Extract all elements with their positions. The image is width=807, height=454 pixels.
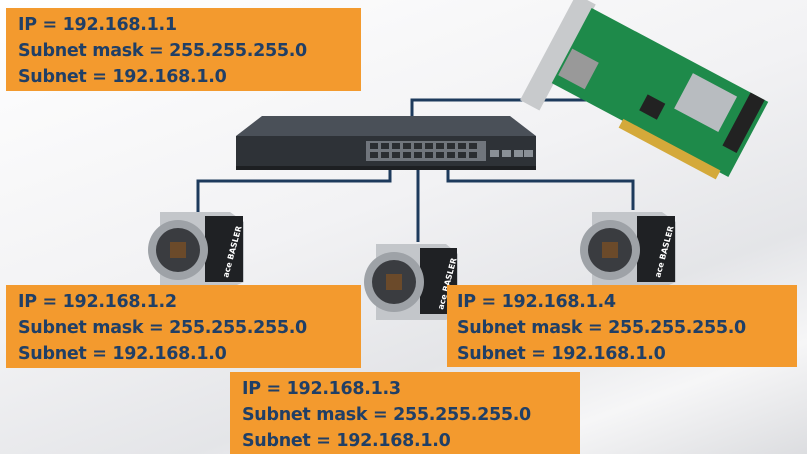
ip-text: IP = 192.168.1.1 xyxy=(18,15,177,35)
subnet-text: Subnet = 192.168.1.0 xyxy=(457,344,666,364)
camera-4: ace BASLER xyxy=(580,212,676,288)
mask-text: Subnet mask = 255.255.255.0 xyxy=(18,41,307,61)
ip-text: IP = 192.168.1.3 xyxy=(242,379,401,399)
mask-text: Subnet mask = 255.255.255.0 xyxy=(18,318,307,338)
ip-text: IP = 192.168.1.4 xyxy=(457,292,616,312)
mask-text: Subnet mask = 255.255.255.0 xyxy=(242,405,531,425)
host-label-camera-3: IP = 192.168.1.3 Subnet mask = 255.255.2… xyxy=(230,372,580,454)
cable-switch-nic xyxy=(410,98,592,118)
ip-text: IP = 192.168.1.2 xyxy=(18,292,177,312)
camera-2: ace BASLER xyxy=(148,212,244,288)
subnet-text: Subnet = 192.168.1.0 xyxy=(18,344,227,364)
host-label-pc: IP = 192.168.1.1 Subnet mask = 255.255.2… xyxy=(6,8,361,91)
mask-text: Subnet mask = 255.255.255.0 xyxy=(457,318,746,338)
cable-switch-camera-2 xyxy=(196,168,392,212)
host-label-camera-4: IP = 192.168.1.4 Subnet mask = 255.255.2… xyxy=(447,285,797,367)
camera-3: ace BASLER xyxy=(364,244,459,320)
network-switch xyxy=(236,116,536,170)
network-interface-card xyxy=(520,0,769,180)
subnet-text: Subnet = 192.168.1.0 xyxy=(18,67,227,87)
subnet-text: Subnet = 192.168.1.0 xyxy=(242,431,451,451)
cable-switch-camera-4 xyxy=(446,168,635,210)
host-label-camera-2: IP = 192.168.1.2 Subnet mask = 255.255.2… xyxy=(6,285,361,368)
